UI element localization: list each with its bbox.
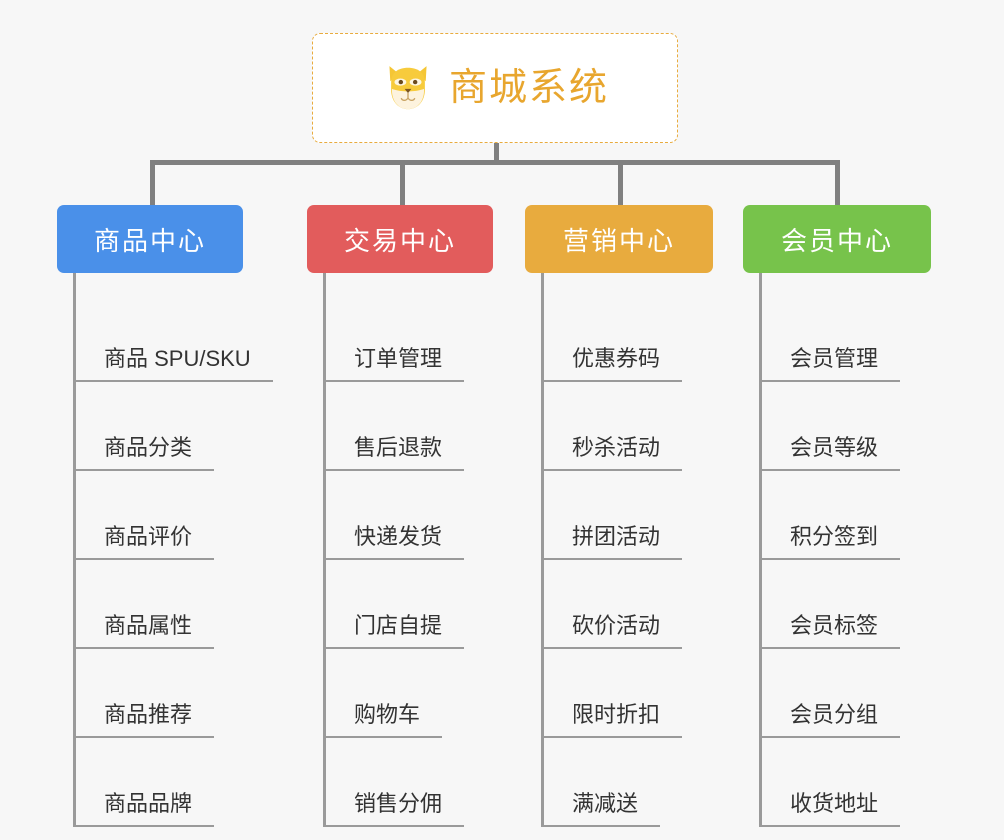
root-title: 商城系统 <box>448 67 609 109</box>
leaf-item[interactable]: 满减送 <box>544 738 743 827</box>
connector-drop-1 <box>400 163 405 208</box>
leaf-item[interactable]: 售后退款 <box>326 382 525 471</box>
leaf-label: 商品评价 <box>76 524 215 560</box>
connector-bus <box>150 160 840 165</box>
connector-drop-3 <box>835 163 840 208</box>
leaf-label: 门店自提 <box>326 613 465 649</box>
leaf-item[interactable]: 会员分组 <box>762 649 961 738</box>
category-label-3: 会员中心 <box>780 225 893 256</box>
category-label-1: 交易中心 <box>343 225 456 256</box>
category-box-1[interactable]: 交易中心 <box>307 205 493 273</box>
leaf-label: 购物车 <box>326 702 443 738</box>
leaf-list-2: 优惠券码 秒杀活动 拼团活动 砍价活动 限时折扣 满减送 <box>541 273 743 827</box>
leaf-item[interactable]: 限时折扣 <box>544 649 743 738</box>
root-node-shop-system[interactable]: 商城系统 <box>312 33 678 143</box>
leaf-item[interactable]: 砍价活动 <box>544 560 743 649</box>
leaf-item[interactable]: 快递发货 <box>326 471 525 560</box>
leaf-label: 订单管理 <box>326 346 465 382</box>
leaf-label: 会员等级 <box>762 435 901 471</box>
leaf-item[interactable]: 订单管理 <box>326 293 525 382</box>
leaf-label: 销售分佣 <box>326 791 465 827</box>
leaf-item[interactable]: 商品推荐 <box>76 649 307 738</box>
leaf-item[interactable]: 商品 SPU/SKU <box>76 293 307 382</box>
leaf-item[interactable]: 商品分类 <box>76 382 307 471</box>
leaf-item[interactable]: 拼团活动 <box>544 471 743 560</box>
category-label-2: 营销中心 <box>562 225 675 256</box>
leaf-item[interactable]: 购物车 <box>326 649 525 738</box>
leaf-list-3: 会员管理 会员等级 积分签到 会员标签 会员分组 收货地址 <box>759 273 961 827</box>
leaf-item[interactable]: 优惠券码 <box>544 293 743 382</box>
shiba-dog-face-icon <box>389 66 427 110</box>
leaf-label: 优惠券码 <box>544 346 683 382</box>
leaf-label: 会员管理 <box>762 346 901 382</box>
leaf-label: 会员标签 <box>762 613 901 649</box>
leaf-label: 会员分组 <box>762 702 901 738</box>
leaf-list-0: 商品 SPU/SKU 商品分类 商品评价 商品属性 商品推荐 商品品牌 <box>73 273 307 827</box>
branch-column-3: 会员中心 会员管理 会员等级 积分签到 会员标签 会员分组 收货地址 <box>743 205 961 827</box>
connector-drop-2 <box>618 163 623 208</box>
leaf-item[interactable]: 商品评价 <box>76 471 307 560</box>
leaf-label: 商品属性 <box>76 613 215 649</box>
category-label-0: 商品中心 <box>93 225 206 256</box>
leaf-label: 拼团活动 <box>544 524 683 560</box>
leaf-label: 快递发货 <box>326 524 465 560</box>
leaf-label: 砍价活动 <box>544 613 683 649</box>
leaf-label: 商品品牌 <box>76 791 215 827</box>
leaf-label: 积分签到 <box>762 524 901 560</box>
branch-column-1: 交易中心 订单管理 售后退款 快递发货 门店自提 购物车 销售分佣 <box>307 205 525 827</box>
leaf-label: 商品 SPU/SKU <box>76 346 273 382</box>
leaf-item[interactable]: 销售分佣 <box>326 738 525 827</box>
category-box-0[interactable]: 商品中心 <box>57 205 243 273</box>
leaf-label: 收货地址 <box>762 791 901 827</box>
leaf-item[interactable]: 会员管理 <box>762 293 961 382</box>
leaf-item[interactable]: 商品品牌 <box>76 738 307 827</box>
connector-trunk <box>494 143 499 165</box>
leaf-item[interactable]: 门店自提 <box>326 560 525 649</box>
leaf-label: 商品推荐 <box>76 702 215 738</box>
leaf-list-1: 订单管理 售后退款 快递发货 门店自提 购物车 销售分佣 <box>323 273 525 827</box>
leaf-item[interactable]: 积分签到 <box>762 471 961 560</box>
leaf-item[interactable]: 收货地址 <box>762 738 961 827</box>
connector-drop-0 <box>150 163 155 208</box>
leaf-label: 限时折扣 <box>544 702 683 738</box>
leaf-label: 满减送 <box>544 791 661 827</box>
leaf-item[interactable]: 会员标签 <box>762 560 961 649</box>
category-box-2[interactable]: 营销中心 <box>525 205 713 273</box>
category-box-3[interactable]: 会员中心 <box>743 205 931 273</box>
leaf-label: 售后退款 <box>326 435 465 471</box>
leaf-label: 商品分类 <box>76 435 215 471</box>
leaf-item[interactable]: 会员等级 <box>762 382 961 471</box>
leaf-item[interactable]: 商品属性 <box>76 560 307 649</box>
branch-column-2: 营销中心 优惠券码 秒杀活动 拼团活动 砍价活动 限时折扣 满减送 <box>525 205 743 827</box>
leaf-label: 秒杀活动 <box>544 435 683 471</box>
branch-column-0: 商品中心 商品 SPU/SKU 商品分类 商品评价 商品属性 商品推荐 商品品牌 <box>57 205 307 827</box>
leaf-item[interactable]: 秒杀活动 <box>544 382 743 471</box>
